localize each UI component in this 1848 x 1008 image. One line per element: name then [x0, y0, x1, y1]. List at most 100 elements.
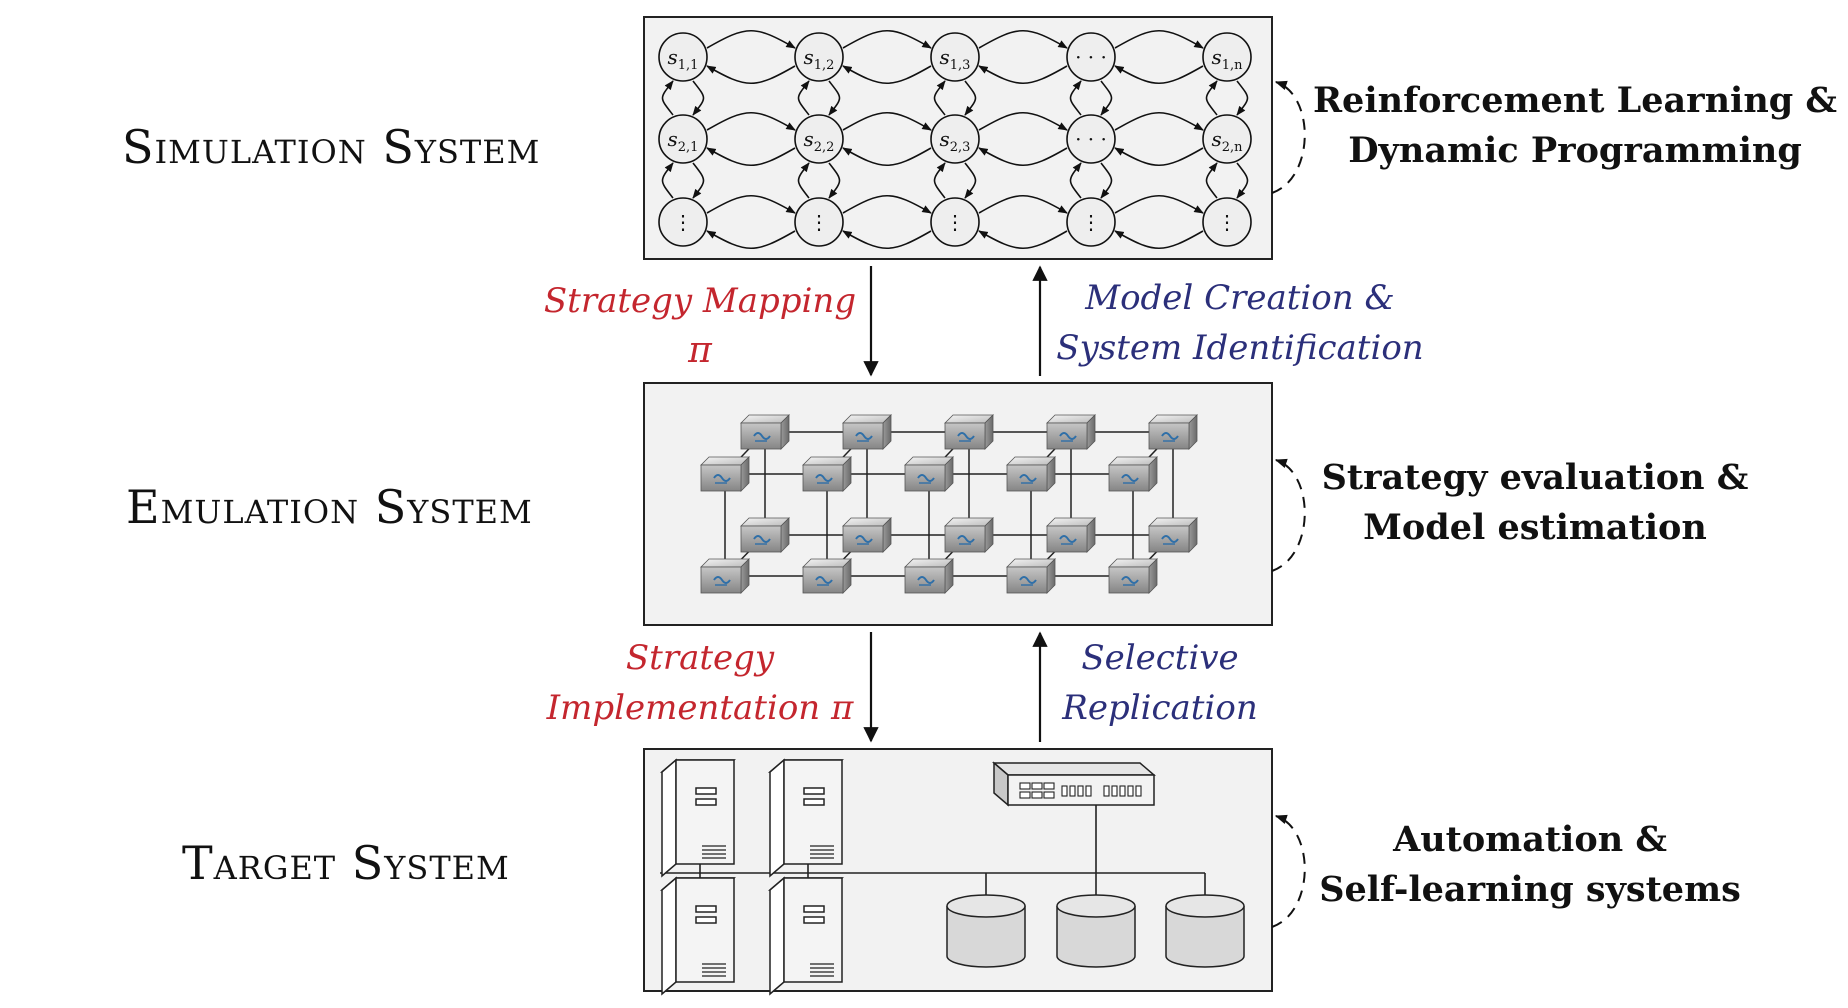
flow-line: Strategy — [625, 638, 775, 678]
container-cube-icon — [802, 456, 852, 492]
container-cube-icon — [740, 414, 790, 450]
state-label: ⋮ — [945, 210, 965, 234]
transition-edge — [842, 230, 932, 249]
transition-edge — [1236, 80, 1249, 116]
dashed-loop-arrow-icon — [1271, 80, 1306, 194]
side-note-line: Model estimation — [1363, 507, 1707, 548]
state-node: · · · — [1066, 114, 1116, 164]
dashed-loop-arrow-icon — [1271, 814, 1306, 928]
state-node: s2,n — [1202, 114, 1252, 164]
side-note-line: Automation & — [1393, 819, 1667, 860]
network-switch-icon — [991, 761, 1157, 807]
container-cube-icon — [1108, 558, 1158, 594]
state-nodes: s1,1 s1,2 s1,3 · · · s1,n s2,1 s2,2 s2,3 · · · s2… — [658, 32, 1252, 247]
model-creation-label: Model Creation & System Identification — [1040, 273, 1440, 373]
transition-edge — [1114, 65, 1204, 84]
strategy-mapping-label: Strategy Mapping π — [540, 276, 860, 376]
state-node: s1,3 — [930, 32, 980, 82]
side-note-line: Self-learning systems — [1319, 869, 1741, 910]
transition-edge — [1205, 162, 1218, 199]
transition-edge — [692, 162, 705, 199]
server-tower-icon — [767, 876, 845, 996]
storage-disk-icon — [946, 894, 1026, 968]
storage-disk-icon — [1056, 894, 1136, 968]
server-tower-icon — [659, 758, 737, 878]
transition-edge — [978, 30, 1068, 49]
transition-edge — [828, 162, 841, 199]
state-label: ⋮ — [809, 210, 829, 234]
state-label: s1,1 — [668, 45, 699, 73]
state-label: s1,2 — [804, 45, 835, 73]
transition-edge — [706, 65, 796, 84]
container-cube-icon — [1046, 517, 1096, 553]
container-cube-icon — [740, 517, 790, 553]
flow-line: Implementation π — [546, 688, 854, 728]
container-cube-icon — [1006, 456, 1056, 492]
transition-edge — [1114, 147, 1204, 166]
transition-edge — [706, 230, 796, 249]
state-node: ⋮ — [658, 197, 708, 247]
transition-edge — [1100, 80, 1113, 116]
flow-line: Strategy Mapping — [543, 281, 857, 321]
simulation-side-note: Reinforcement Learning & Dynamic Program… — [1310, 76, 1840, 176]
server-tower-icon — [659, 876, 737, 996]
state-label: ⋮ — [673, 210, 693, 234]
container-cube-icon — [842, 517, 892, 553]
state-label: · · · — [1075, 127, 1107, 151]
state-node: s2,3 — [930, 114, 980, 164]
server-tower-icon — [767, 758, 845, 878]
transition-edge — [661, 80, 674, 116]
state-label: · · · — [1075, 45, 1107, 69]
state-label: s1,n — [1211, 45, 1243, 73]
transition-edge — [706, 147, 796, 166]
container-cube-icon — [1148, 414, 1198, 450]
transition-edge — [1114, 230, 1204, 249]
transition-edge — [1114, 195, 1204, 214]
side-note-line: Reinforcement Learning & — [1312, 80, 1838, 121]
state-node: s1,n — [1202, 32, 1252, 82]
simulation-system-title: Simulation System — [122, 120, 541, 174]
storage-disk-icon — [1165, 894, 1245, 968]
transition-edge — [797, 162, 810, 199]
container-cube-icon — [944, 414, 994, 450]
state-label: s2,2 — [804, 127, 835, 155]
transition-edge — [661, 162, 674, 199]
emulation-side-note: Strategy evaluation & Model estimation — [1300, 453, 1770, 553]
state-node: ⋮ — [930, 197, 980, 247]
container-cube-icon — [1148, 517, 1198, 553]
state-label: s2,3 — [940, 127, 971, 155]
state-label: ⋮ — [1217, 210, 1237, 234]
state-label: ⋮ — [1081, 210, 1101, 234]
container-cube-icon — [700, 456, 750, 492]
container-cube-icon — [1046, 414, 1096, 450]
container-cube-icon — [1108, 456, 1158, 492]
state-node: s2,1 — [658, 114, 708, 164]
transition-edge — [1236, 162, 1249, 199]
transition-edge — [692, 80, 705, 116]
container-cube-icon — [904, 456, 954, 492]
transition-edge — [1114, 112, 1204, 131]
transition-edge — [964, 80, 977, 116]
target-system-title: Target System — [182, 836, 510, 890]
transition-edge — [1069, 162, 1082, 199]
flow-line: Model Creation & — [1085, 278, 1395, 318]
transition-edge — [1069, 80, 1082, 116]
flow-line: System Identification — [1056, 328, 1424, 368]
transition-edge — [706, 112, 796, 131]
container-cube-icon — [944, 517, 994, 553]
transition-edge — [842, 147, 932, 166]
state-node: ⋮ — [1066, 197, 1116, 247]
state-transition-edges — [661, 30, 1249, 249]
target-servers — [659, 758, 845, 996]
transition-edge — [978, 147, 1068, 166]
emulation-containers — [700, 414, 1198, 594]
state-node: ⋮ — [794, 197, 844, 247]
transition-edge — [842, 30, 932, 49]
flow-line: Replication — [1062, 688, 1258, 728]
container-cube-icon — [1006, 558, 1056, 594]
container-cube-icon — [802, 558, 852, 594]
transition-edge — [1205, 80, 1218, 116]
transition-edge — [797, 80, 810, 116]
transition-edge — [828, 80, 841, 116]
